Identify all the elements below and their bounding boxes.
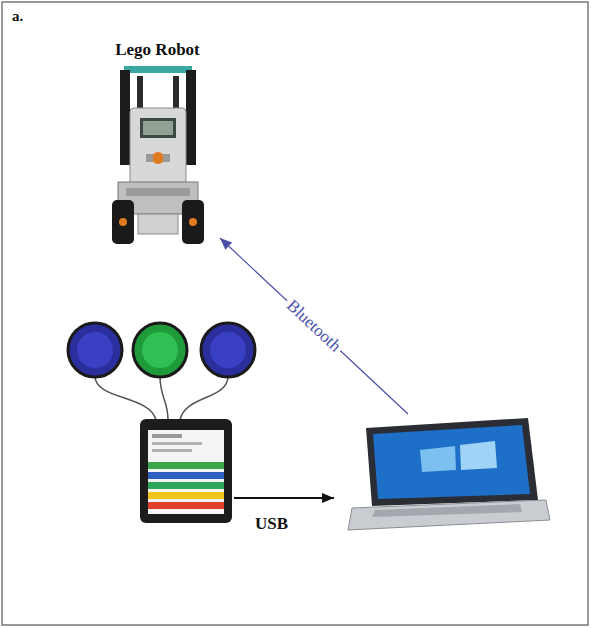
arrow-head bbox=[220, 238, 232, 250]
connector-arrow bbox=[220, 238, 408, 414]
bluetooth-label: Bluetooth bbox=[280, 294, 347, 359]
connector-arrow bbox=[234, 493, 334, 503]
robot-node: Lego Robot bbox=[95, 40, 220, 250]
panel-letter: a. bbox=[12, 8, 23, 25]
connector-line bbox=[220, 238, 408, 414]
button-sensors bbox=[68, 323, 255, 377]
interface-box bbox=[140, 419, 232, 523]
laptop bbox=[348, 418, 550, 530]
node-heading: Lego Robot bbox=[95, 40, 220, 60]
connector-line bbox=[234, 497, 334, 499]
sensor-wires bbox=[95, 376, 228, 420]
usb-label: USB bbox=[252, 514, 291, 534]
arrow-head bbox=[322, 493, 334, 503]
interface-node bbox=[138, 416, 234, 526]
laptop-node bbox=[346, 414, 552, 532]
robot-illustration bbox=[112, 66, 204, 244]
